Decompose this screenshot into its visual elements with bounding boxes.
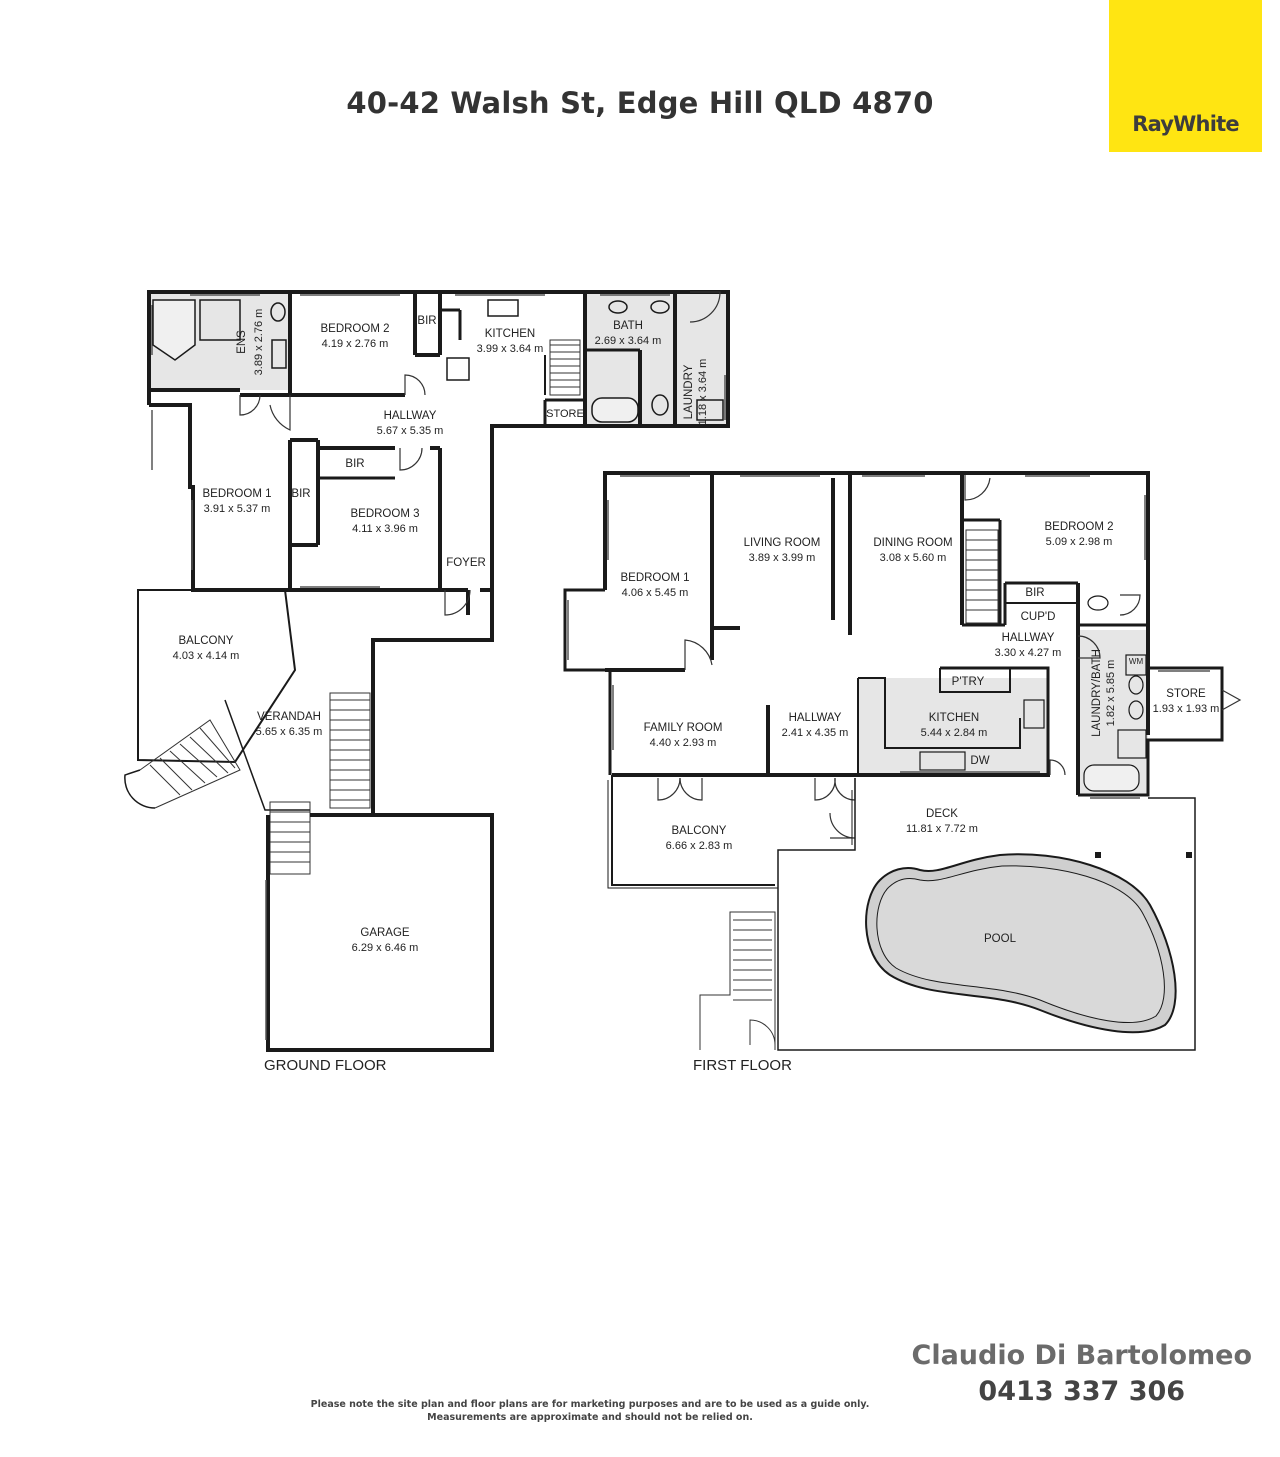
g-laundry-dims: 1.18 x 3.64 m — [697, 359, 709, 426]
g-laundry-label: LAUNDRY — [683, 364, 695, 419]
f-bedroom2-dims: 5.09 x 2.98 m — [1046, 536, 1113, 548]
f-hallway-a-label: HALLWAY — [1002, 632, 1055, 644]
ground-floor-label: GROUND FLOOR — [264, 1057, 387, 1074]
g-garage-label: GARAGE — [360, 927, 410, 939]
disclaimer-line-2: Measurements are approximate and should … — [427, 1412, 753, 1423]
f-balcony-dims: 6.66 x 2.83 m — [666, 840, 733, 852]
disclaimer: Please note the site plan and floor plan… — [290, 1398, 890, 1424]
f-family-dims: 4.40 x 2.93 m — [650, 737, 717, 749]
f-pool-label: POOL — [984, 933, 1017, 945]
logo-text: RayWhite — [1132, 112, 1239, 136]
room-labels: ENS 3.89 x 2.76 m BEDROOM 2 4.19 x 2.76 … — [173, 309, 1220, 1074]
f-cupd-label: CUP'D — [1021, 611, 1056, 623]
g-kitchen-label: KITCHEN — [485, 328, 535, 340]
g-kitchen-dims: 3.99 x 3.64 m — [477, 343, 544, 355]
g-store-label: STORE — [546, 408, 584, 420]
ray-white-logo: RayWhite — [1109, 0, 1262, 152]
g-bir-a-label: BIR — [417, 315, 436, 327]
agent-phone: 0413 337 306 — [978, 1376, 1186, 1407]
first-floor-plan — [563, 471, 1242, 1051]
f-hallway-a-dims: 3.30 x 4.27 m — [995, 647, 1062, 659]
g-bir-b-label: BIR — [345, 458, 364, 470]
first-floor-label: FIRST FLOOR — [693, 1057, 792, 1074]
f-ptry-label: P'TRY — [952, 676, 985, 688]
f-bedroom2-label: BEDROOM 2 — [1044, 521, 1113, 533]
f-dining-label: DINING ROOM — [873, 537, 952, 549]
f-hallway-b-dims: 2.41 x 4.35 m — [782, 727, 849, 739]
f-family-label: FAMILY ROOM — [644, 722, 723, 734]
f-bir-label: BIR — [1025, 587, 1044, 599]
f-deck-dims: 11.81 x 7.72 m — [906, 823, 978, 835]
g-verandah-label: VERANDAH — [257, 711, 321, 723]
f-kitchen-label: KITCHEN — [929, 712, 979, 724]
g-balcony-dims: 4.03 x 4.14 m — [173, 650, 240, 662]
property-address: 40-42 Walsh St, Edge Hill QLD 4870 — [346, 86, 934, 120]
f-living-label: LIVING ROOM — [744, 537, 821, 549]
f-laundry-bath-label: LAUNDRY/BATH — [1091, 649, 1103, 737]
g-foyer-label: FOYER — [446, 557, 486, 569]
ens-label: ENS — [236, 330, 248, 354]
f-bedroom1-dims: 4.06 x 5.45 m — [622, 587, 689, 599]
g-bedroom1-dims: 3.91 x 5.37 m — [204, 503, 271, 515]
g-bath-label: BATH — [613, 320, 643, 332]
f-store-label: STORE — [1166, 688, 1206, 700]
f-store-dims: 1.93 x 1.93 m — [1153, 703, 1220, 715]
ground-floor-plan — [124, 290, 730, 1052]
g-bedroom3-dims: 4.11 x 3.96 m — [352, 523, 418, 535]
f-dw-label: DW — [970, 755, 989, 767]
g-hallway-dims: 5.67 x 5.35 m — [377, 425, 444, 437]
g-bath-dims: 2.69 x 3.64 m — [595, 335, 662, 347]
f-deck-label: DECK — [926, 808, 958, 820]
g-balcony-label: BALCONY — [179, 635, 234, 647]
f-hallway-b-label: HALLWAY — [789, 712, 842, 724]
f-balcony-label: BALCONY — [672, 825, 727, 837]
g-garage-dims: 6.29 x 6.46 m — [352, 942, 419, 954]
g-bedroom1-label: BEDROOM 1 — [202, 488, 271, 500]
g-bedroom3-label: BEDROOM 3 — [350, 508, 419, 520]
g-bir-c-label: BIR — [291, 488, 310, 500]
agent-name: Claudio Di Bartolomeo — [911, 1340, 1252, 1371]
g-bedroom2-label: BEDROOM 2 — [320, 323, 389, 335]
f-laundry-bath-dims: 1.82 x 5.85 m — [1105, 660, 1117, 727]
g-hallway-label: HALLWAY — [384, 410, 437, 422]
disclaimer-line-1: Please note the site plan and floor plan… — [310, 1399, 870, 1410]
g-verandah-dims: 5.65 x 6.35 m — [256, 726, 323, 738]
f-wm-label: WM — [1129, 657, 1144, 666]
f-kitchen-dims: 5.44 x 2.84 m — [921, 727, 988, 739]
g-bedroom2-dims: 4.19 x 2.76 m — [322, 338, 389, 350]
f-living-dims: 3.89 x 3.99 m — [749, 552, 816, 564]
f-dining-dims: 3.08 x 5.60 m — [880, 552, 947, 564]
ens-dims: 3.89 x 2.76 m — [253, 309, 265, 376]
agent-contact: Claudio Di Bartolomeo 0413 337 306 — [912, 1338, 1252, 1410]
f-bedroom1-label: BEDROOM 1 — [620, 572, 689, 584]
